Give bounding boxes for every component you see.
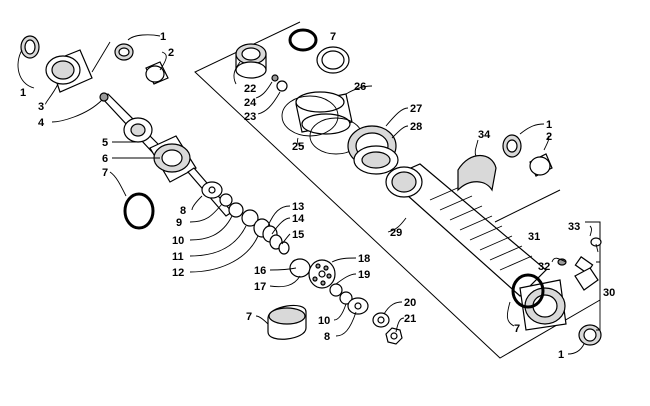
- o-ring-part-7-left: [123, 192, 155, 230]
- bracket-30: [596, 261, 601, 331]
- callout-31: 31: [528, 231, 540, 243]
- callout-20: 20: [404, 297, 416, 309]
- callout-4: 4: [38, 117, 45, 129]
- seal-head-part-6: [149, 135, 197, 183]
- nut-part-21: [385, 327, 403, 345]
- washer-part-8: [201, 181, 223, 199]
- callout-15: 15: [292, 229, 304, 241]
- cap-part-22: [235, 43, 267, 79]
- bushing-part-1-right: [502, 134, 522, 158]
- o-ring-part-7-top: [288, 28, 318, 52]
- callout-34: 34: [478, 129, 491, 141]
- callout-12: 12: [172, 267, 184, 279]
- spacer-part-2-right: [529, 153, 553, 177]
- shock-body-part-29: [385, 163, 547, 297]
- callout-19: 19: [358, 269, 370, 281]
- shim-part-15: [278, 241, 290, 255]
- leader-lines: [17, 34, 592, 355]
- bushing-part-1-top: [114, 43, 134, 61]
- band-part-7-top: [316, 46, 350, 74]
- band-part-7-bottom: [267, 304, 307, 340]
- shaft-eye-part-5: [123, 117, 153, 143]
- lock-ring-part-28: [353, 145, 399, 175]
- valve-part-23: [276, 80, 288, 92]
- screw-part-33: [590, 237, 602, 253]
- shim-part-10: [228, 202, 244, 218]
- washer-part-20: [372, 312, 390, 328]
- callout-9: 9: [176, 217, 182, 229]
- callout-8-lower: 8: [324, 331, 330, 343]
- callout-11: 11: [172, 251, 184, 263]
- shaft-axis: [91, 41, 111, 73]
- valve-body-part-32: [574, 267, 599, 291]
- callout-21: 21: [404, 313, 416, 325]
- callout-17: 17: [254, 281, 266, 293]
- callout-29: 29: [390, 227, 402, 239]
- sleeve-part-3: [45, 49, 93, 93]
- callout-1-right: 1: [546, 119, 552, 131]
- callout-1-left: 1: [20, 87, 26, 99]
- spacer-part-2-top: [145, 61, 169, 85]
- callout-3: 3: [38, 101, 44, 113]
- callout-1-top: 1: [160, 31, 166, 43]
- callout-16: 16: [254, 265, 266, 277]
- callout-2-right: 2: [546, 131, 552, 143]
- callout-7-right: 7: [514, 323, 520, 335]
- callout-2-top: 2: [168, 47, 174, 59]
- callout-13: 13: [292, 201, 304, 213]
- callout-7-bottom: 7: [246, 311, 252, 323]
- callout-28: 28: [410, 121, 422, 133]
- callout-30: 30: [603, 287, 615, 299]
- callout-10: 10: [172, 235, 184, 247]
- shim-part-9: [219, 193, 233, 207]
- callout-14: 14: [292, 213, 305, 225]
- callout-22: 22: [244, 83, 256, 95]
- shim-part-11: [241, 209, 259, 227]
- callout-7-left: 7: [102, 167, 108, 179]
- washer-part-17: [289, 258, 311, 278]
- frame-link: [494, 189, 561, 223]
- callout-24: 24: [244, 97, 257, 109]
- callout-33: 33: [568, 221, 580, 233]
- callout-25: 25: [292, 141, 304, 153]
- washer-part-8b: [347, 297, 369, 315]
- callout-7-top: 7: [330, 31, 336, 43]
- bushing-part-1-bottom: [578, 324, 602, 346]
- o-ring-part-7-right: [511, 273, 545, 309]
- callout-1-bottom: 1: [558, 349, 564, 361]
- callout-32: 32: [538, 261, 550, 273]
- callout-5: 5: [102, 137, 108, 149]
- callout-27: 27: [410, 103, 422, 115]
- shim-part-19: [329, 283, 343, 297]
- callout-18: 18: [358, 253, 370, 265]
- callout-6: 6: [102, 153, 108, 165]
- piston-part-26: [295, 91, 353, 135]
- callout-10-lower: 10: [318, 315, 330, 327]
- ball-part-24: [271, 74, 279, 82]
- cover-part-34: [457, 154, 497, 192]
- callout-23: 23: [244, 111, 256, 123]
- callout-8: 8: [180, 205, 186, 217]
- callout-26: 26: [354, 81, 366, 93]
- bushing-part-1-left: [20, 35, 40, 59]
- piston-part-18: [308, 259, 336, 289]
